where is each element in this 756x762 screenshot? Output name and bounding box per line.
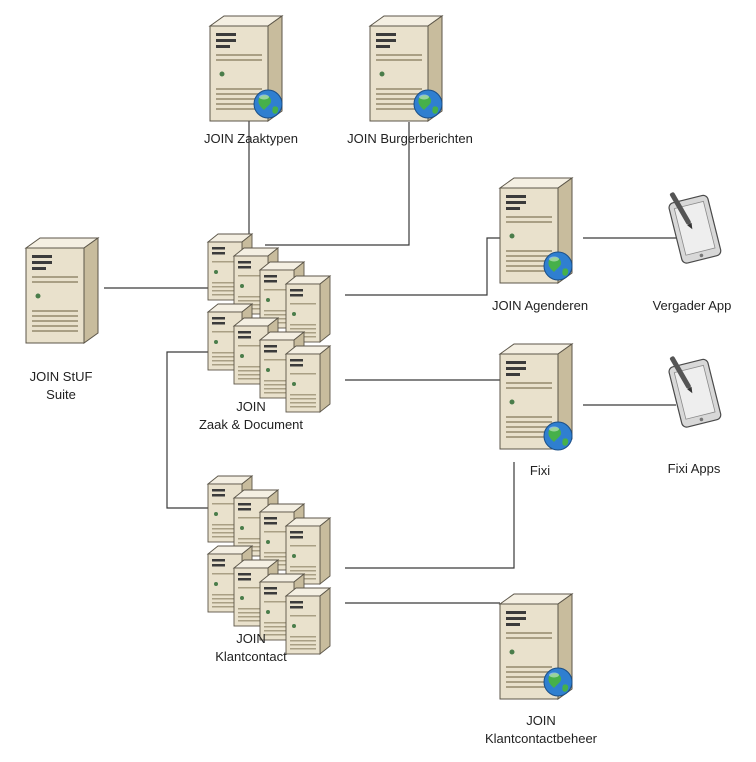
label-zaak-line2: Zaak & Document — [198, 417, 304, 432]
label-klantcontact-line1: JOIN — [236, 631, 266, 646]
server-zaaktypen — [209, 15, 283, 122]
server-icon — [25, 237, 99, 344]
label-agenderen: JOIN Agenderen — [491, 298, 589, 313]
label-klantcontactbeheer: JOIN Klantcontactbeheer — [456, 712, 626, 748]
globe-icon — [413, 89, 443, 119]
device-fixi-apps — [667, 354, 723, 429]
server-stuf — [25, 237, 99, 344]
globe-icon — [253, 89, 283, 119]
device-vergader — [667, 190, 723, 265]
label-fixi: Fixi — [529, 463, 551, 478]
tablet-icon — [667, 354, 723, 429]
label-zaaktypen: JOIN Zaaktypen — [204, 131, 298, 146]
label-klantcontactbeheer-line2: Klantcontactbeheer — [484, 731, 598, 746]
label-zaak: JOIN Zaak & Document — [176, 398, 326, 434]
server-fixi — [499, 343, 573, 451]
label-vergader: Vergader App — [652, 298, 732, 313]
server-cluster-zaak — [207, 233, 331, 413]
server-cluster-icon — [207, 475, 331, 655]
link-zaak-klantcontact — [166, 351, 212, 509]
server-cluster-icon — [207, 233, 331, 413]
link-burgerberichten-zaak — [265, 122, 410, 246]
server-burgerberichten — [369, 15, 443, 122]
tablet-icon — [667, 190, 723, 265]
server-agenderen — [499, 177, 573, 284]
server-cluster-klantcontact — [207, 475, 331, 655]
label-klantcontactbeheer-line1: JOIN — [526, 713, 556, 728]
label-stuf-line2: Suite — [46, 387, 76, 402]
label-fixi-apps: Fixi Apps — [667, 461, 721, 476]
link-klantcontact-fixi — [345, 462, 515, 569]
globe-icon — [543, 251, 573, 281]
label-klantcontact: JOIN Klantcontact — [186, 630, 316, 666]
label-burgerberichten: JOIN Burgerberichten — [347, 131, 473, 146]
globe-icon — [543, 421, 573, 451]
globe-icon — [543, 667, 573, 697]
label-stuf-line1: JOIN StUF — [29, 369, 93, 384]
connections — [104, 120, 676, 604]
label-stuf: JOIN StUF Suite — [6, 368, 116, 404]
label-klantcontact-line2: Klantcontact — [215, 649, 287, 664]
server-klantcontactbeheer — [499, 593, 573, 700]
link-zaak-agenderen — [345, 237, 500, 296]
label-zaak-line1: JOIN — [236, 399, 266, 414]
